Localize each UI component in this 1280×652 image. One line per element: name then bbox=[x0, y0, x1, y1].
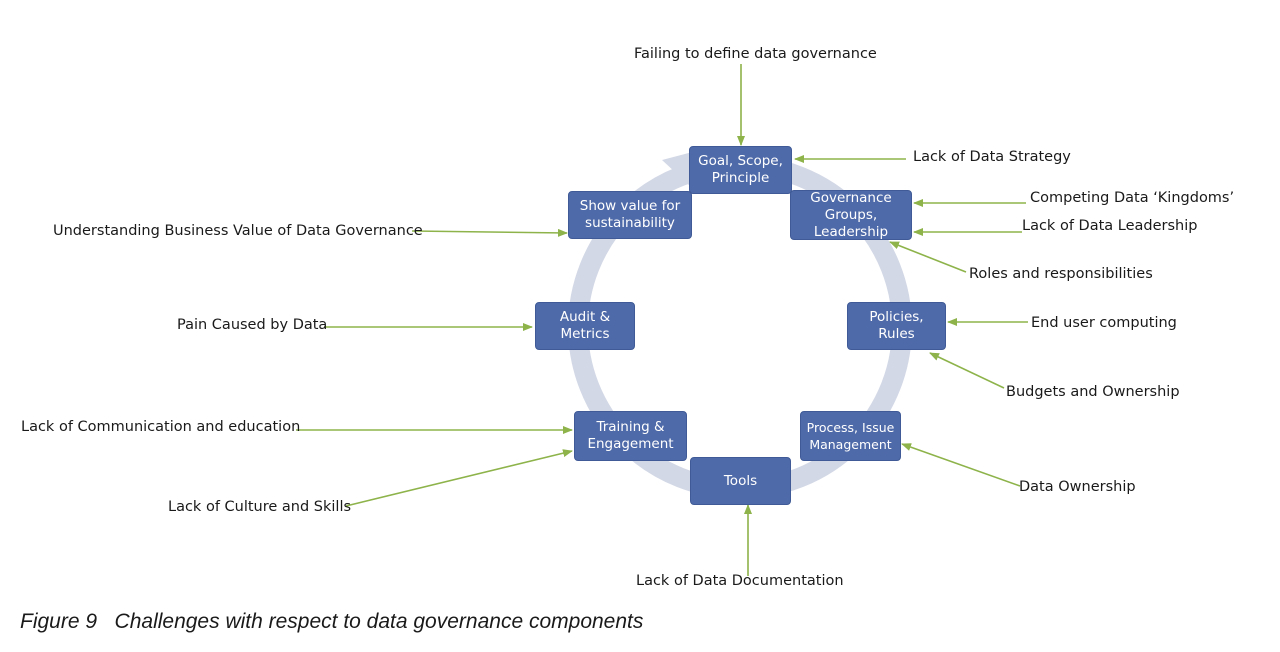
challenge-lack-documentation: Lack of Data Documentation bbox=[636, 573, 844, 589]
arrow-budgets bbox=[929, 352, 1005, 389]
arrow-roles bbox=[889, 241, 967, 273]
challenge-lack-leadership: Lack of Data Leadership bbox=[1022, 218, 1198, 234]
figure-caption: Figure 9 Challenges with respect to data… bbox=[20, 610, 644, 633]
component-training-engagement: Training & Engagement bbox=[574, 411, 687, 461]
component-governance-groups-leadership: Governance Groups, Leadership bbox=[790, 190, 912, 240]
component-process-issue-management: Process, Issue Management bbox=[800, 411, 901, 461]
component-audit-metrics: Audit & Metrics bbox=[535, 302, 635, 350]
challenge-competing-kingdoms: Competing Data ‘Kingdoms’ bbox=[1030, 190, 1235, 206]
challenge-lack-strategy: Lack of Data Strategy bbox=[913, 149, 1071, 165]
challenge-lack-culture: Lack of Culture and Skills bbox=[168, 499, 352, 515]
component-tools: Tools bbox=[690, 457, 791, 505]
challenge-roles: Roles and responsibilities bbox=[969, 266, 1153, 282]
arrow-data-ownership bbox=[901, 443, 1021, 487]
challenge-understanding-value: Understanding Business Value of Data Gov… bbox=[53, 223, 423, 239]
challenge-arrows bbox=[296, 64, 1028, 576]
challenge-lack-communication: Lack of Communication and education bbox=[21, 419, 301, 435]
arrow-understanding-value bbox=[411, 228, 568, 237]
component-policies-rules: Policies, Rules bbox=[847, 302, 946, 350]
challenge-pain: Pain Caused by Data bbox=[177, 317, 328, 333]
challenge-budgets: Budgets and Ownership bbox=[1006, 384, 1180, 400]
challenge-end-user: End user computing bbox=[1031, 315, 1177, 331]
component-show-value: Show value for sustainability bbox=[568, 191, 692, 239]
challenge-data-ownership: Data Ownership bbox=[1019, 479, 1136, 495]
challenge-failing-define: Failing to define data governance bbox=[634, 46, 877, 62]
component-goal-scope-principle: Goal, Scope, Principle bbox=[689, 146, 792, 194]
arrow-lack-culture bbox=[345, 449, 573, 507]
